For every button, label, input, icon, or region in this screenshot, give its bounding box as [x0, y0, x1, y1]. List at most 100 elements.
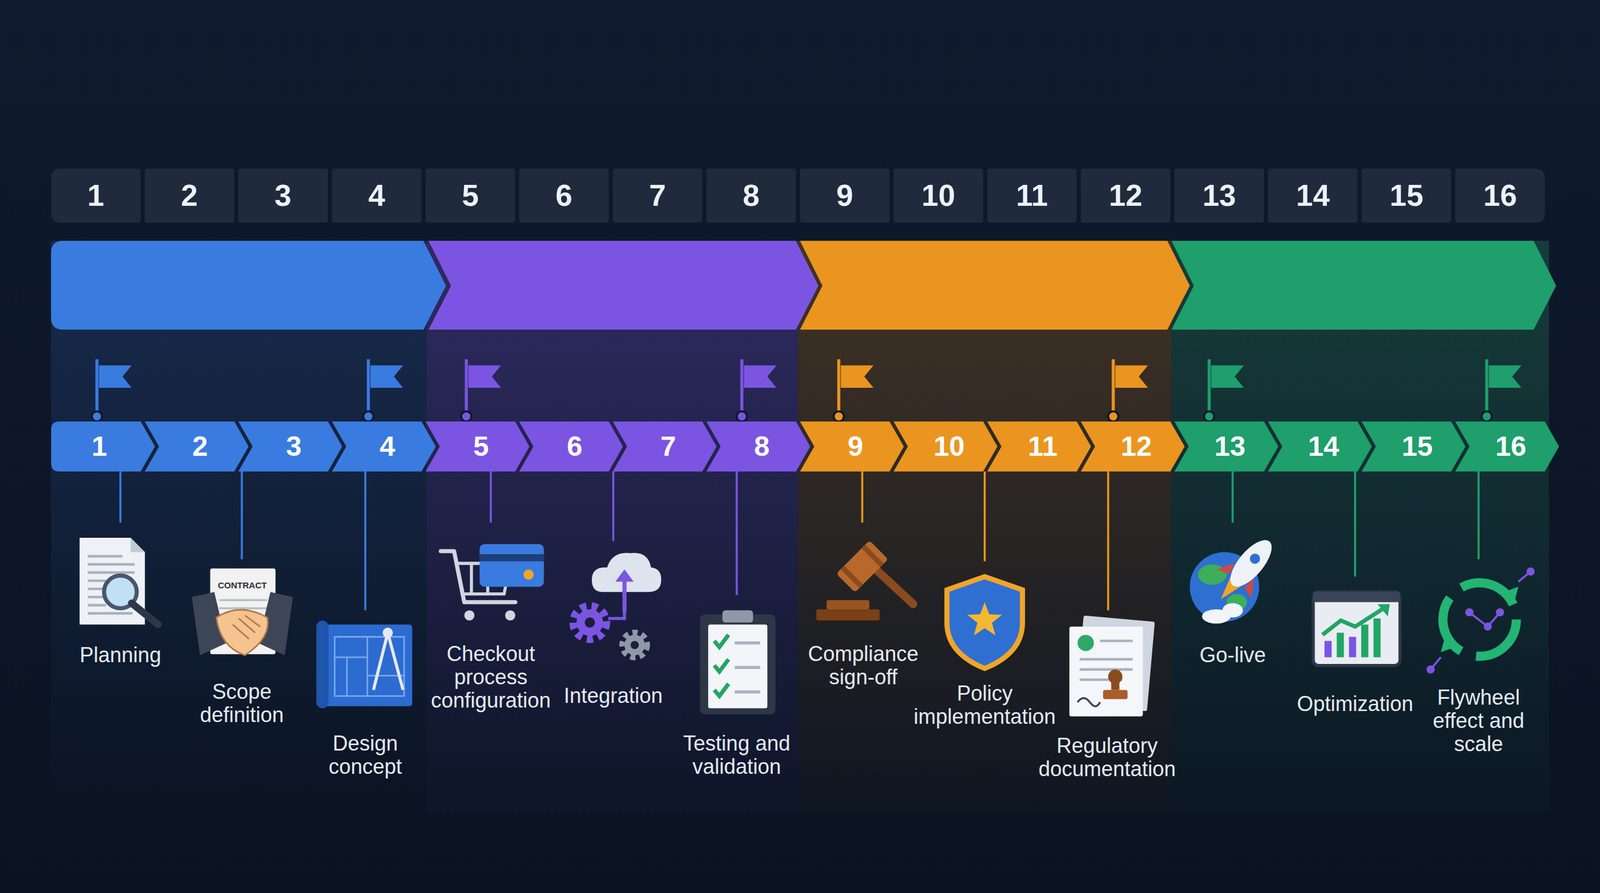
planning-icon	[130, 537, 146, 553]
step-number: 16	[1495, 430, 1527, 463]
step-number: 5	[461, 177, 479, 213]
optimization-icon	[1324, 640, 1332, 657]
blueprint-icon	[334, 636, 405, 696]
step-header-cell: 10	[893, 168, 984, 223]
step-number: 12	[1108, 177, 1143, 213]
step-label: Regulatory documentation	[1027, 734, 1188, 781]
documents-icon	[1069, 626, 1143, 717]
step-number: 14	[1295, 177, 1330, 213]
clipboard-icon	[700, 610, 776, 715]
flywheel-icon	[1465, 608, 1474, 617]
step-chevron: 3	[238, 421, 343, 472]
milestone-flags	[736, 359, 777, 422]
leader-lines	[1354, 471, 1357, 577]
step-label: Compliance sign-off	[796, 642, 931, 689]
step-number: 14	[1308, 430, 1339, 463]
clipboard-icon	[734, 643, 761, 692]
chevron-shape	[1268, 421, 1373, 472]
step-chevron: 10	[893, 421, 998, 472]
step-chevron: 8	[706, 421, 811, 472]
chevron-number-box: 16	[1469, 421, 1553, 472]
optimization-icon	[1313, 591, 1400, 603]
blueprint-icon	[322, 624, 413, 706]
step-number: 10	[933, 430, 965, 463]
integration-icon	[630, 640, 639, 649]
step-number: 13	[1202, 177, 1237, 213]
step-number: 7	[648, 177, 666, 213]
optimization-icon	[1361, 624, 1369, 657]
checkout-icon	[464, 610, 475, 621]
chevron-number-box: 10	[908, 421, 991, 472]
go-live-icon	[1189, 527, 1287, 624]
chevron-shape	[519, 421, 624, 472]
documents-icon	[1079, 640, 1133, 680]
chevron-number-box: 6	[533, 421, 616, 472]
milestone-flags	[1481, 359, 1521, 422]
go-live-icon	[1241, 577, 1262, 599]
step-number: 11	[1027, 430, 1058, 463]
step-number: 15	[1389, 177, 1424, 213]
flywheel-icon	[1440, 636, 1456, 652]
step-number: 3	[286, 430, 302, 463]
chevron-shape	[51, 421, 156, 472]
chevron-shape	[893, 421, 998, 472]
shield-icon	[947, 576, 1023, 669]
checkout-icon	[479, 544, 545, 588]
flywheel-icon	[1426, 665, 1435, 674]
blueprint-icon	[316, 620, 329, 709]
optimization-icon	[1373, 618, 1381, 658]
step-label: Integration	[549, 684, 678, 708]
documents-icon	[1102, 690, 1128, 700]
clipboard-icon	[714, 634, 730, 648]
step-label: Go-live	[1183, 643, 1282, 667]
blueprint-icon	[316, 620, 413, 709]
milestone-flags	[363, 411, 374, 422]
chevron-shape	[1361, 421, 1466, 472]
step-label: Optimization	[1282, 692, 1428, 716]
milestone-flags	[363, 359, 403, 422]
go-live-icon	[1247, 551, 1263, 567]
flywheel-icon	[1426, 567, 1535, 674]
contract-icon	[191, 568, 294, 656]
step-chevron: 12	[1080, 421, 1185, 472]
step-chevron: 7	[612, 421, 717, 472]
milestone-flags	[1115, 365, 1148, 388]
chevron-number-box: 8	[720, 421, 804, 472]
step-number: 1	[91, 430, 108, 463]
step-label: Planning	[62, 643, 179, 667]
optimization-icon	[1322, 608, 1384, 635]
gavel-icon	[836, 540, 888, 593]
integration-icon	[622, 632, 648, 657]
documents-icon	[1111, 681, 1120, 691]
milestone-flags	[1108, 411, 1119, 422]
step-header-cell: 2	[144, 168, 235, 223]
step-number: 9	[847, 430, 864, 463]
step-header-cell: 16	[1455, 168, 1545, 223]
milestone-flags	[366, 359, 370, 415]
blueprint-icon	[373, 632, 388, 690]
planning-icon	[79, 537, 159, 625]
gavel-icon	[816, 540, 914, 621]
milestone-flags	[1111, 359, 1115, 415]
step-header-cell: 4	[331, 168, 422, 223]
milestone-flags	[91, 411, 103, 422]
chevron-shape	[144, 421, 249, 472]
milestone-flags	[833, 411, 845, 422]
checkout-icon	[523, 569, 534, 581]
step-label: Scope definition	[189, 680, 295, 727]
step-chevron: 11	[987, 421, 1092, 472]
step-header-cell: 12	[1080, 168, 1171, 223]
step-number: 6	[555, 177, 573, 213]
chevron-shape	[238, 421, 343, 472]
leader-lines	[1231, 471, 1234, 523]
step-header-cell: 11	[987, 168, 1077, 223]
leader-lines	[983, 471, 987, 562]
step-label: Flywheel effect and scale	[1423, 686, 1534, 756]
step-header-cell: 9	[800, 168, 890, 223]
milestone-flags	[743, 365, 777, 388]
integration-icon	[608, 612, 625, 619]
integration-icon	[573, 552, 662, 657]
step-header-cell: 1	[51, 168, 141, 223]
gavel-icon	[836, 540, 888, 593]
